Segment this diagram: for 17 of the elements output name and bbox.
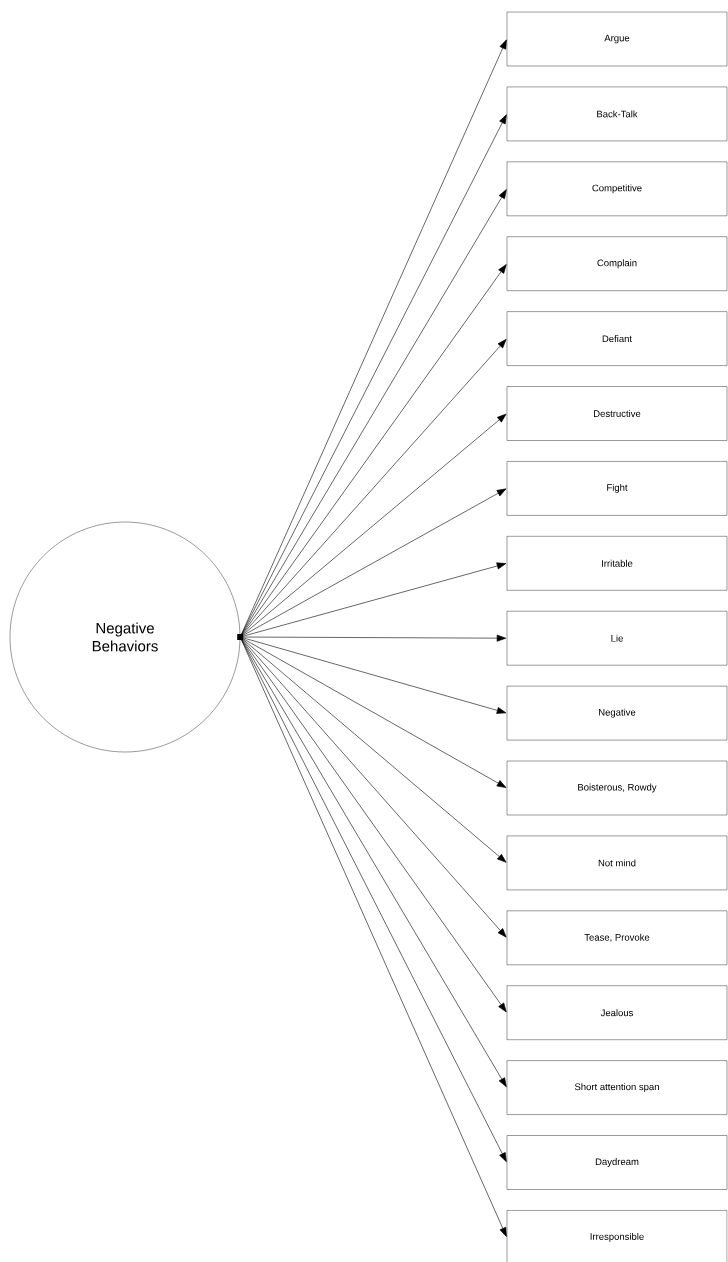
behavior-box: Daydream	[506, 1135, 728, 1190]
behavior-box: Complain	[506, 236, 728, 291]
behavior-box: Fight	[506, 461, 728, 516]
behavior-box: Short attention span	[506, 1060, 728, 1115]
behavior-box: Competitive	[506, 161, 728, 216]
behavior-box: Destructive	[506, 386, 728, 441]
behavior-box: Jealous	[506, 985, 728, 1040]
behavior-box: Boisterous, Rowdy	[506, 760, 728, 816]
behavior-box: Lie	[506, 611, 728, 666]
behavior-box: Irresponsible	[506, 1210, 728, 1262]
behavior-box: Argue	[506, 11, 728, 67]
behavior-box: Not mind	[506, 835, 728, 891]
behavior-box: Negative	[506, 685, 728, 741]
behavior-box: Back-Talk	[506, 86, 728, 142]
behavior-box: Irritable	[506, 536, 728, 591]
behavior-box: Tease, Provoke	[506, 910, 728, 965]
behavior-box: Defiant	[506, 311, 728, 366]
